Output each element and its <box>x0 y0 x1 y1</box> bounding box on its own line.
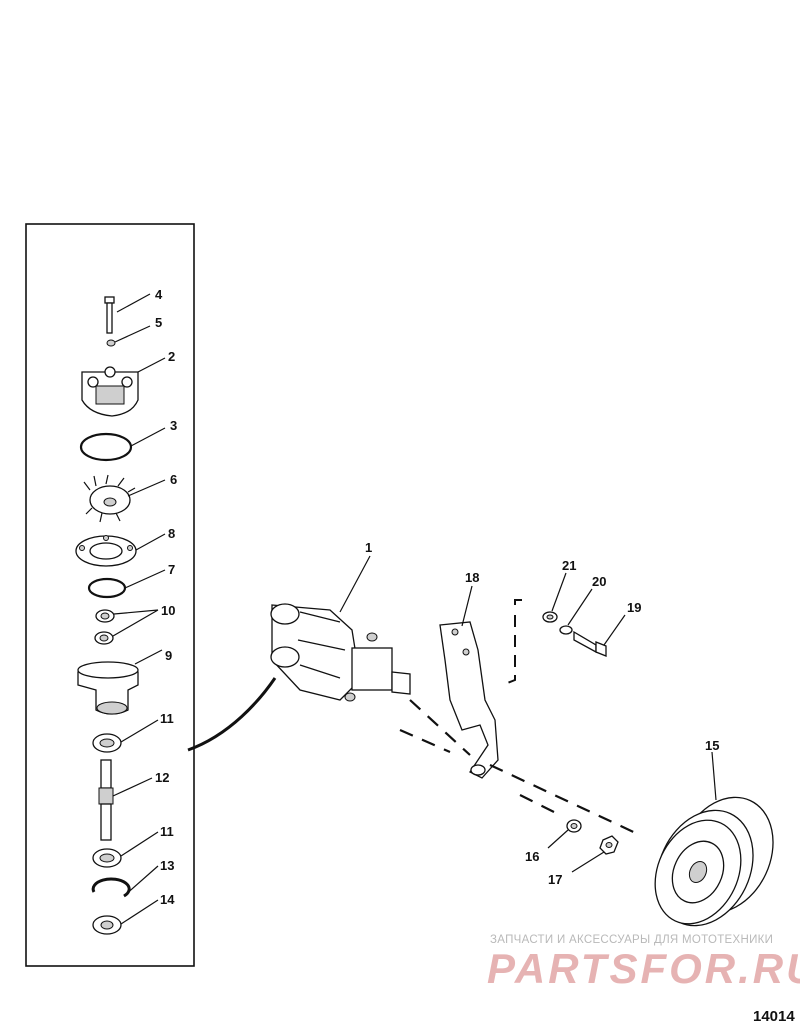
part-5-washer <box>106 339 116 347</box>
callout-2: 2 <box>168 349 175 364</box>
callout-14: 14 <box>160 892 175 907</box>
watermark-brand: PARTSFOR.RU <box>487 945 800 992</box>
part-18-bracket <box>439 621 499 779</box>
callout-11-lower: 11 <box>160 824 174 839</box>
callout-7: 7 <box>168 562 175 577</box>
part-7-o-ring <box>87 577 127 599</box>
callout-16: 16 <box>525 849 539 864</box>
callout-3: 3 <box>170 418 177 433</box>
callout-1: 1 <box>365 540 372 555</box>
part-17-nut <box>599 835 619 855</box>
figure-number: 14014 <box>753 1008 795 1025</box>
part-11-bearing-lower <box>92 848 122 868</box>
part-21-washer <box>542 611 558 623</box>
callout-6: 6 <box>170 472 177 487</box>
callout-11-upper: 11 <box>160 711 174 726</box>
alignment-line-lower <box>519 794 561 816</box>
callout-9: 9 <box>165 648 172 663</box>
leader-lines <box>112 293 717 925</box>
callout-21: 21 <box>562 558 576 573</box>
part-20-lockwasher <box>559 625 573 635</box>
detail-box <box>25 223 195 967</box>
part-9-housing <box>77 661 139 715</box>
part-10-seals <box>94 609 115 645</box>
callout-18: 18 <box>465 570 479 585</box>
callout-20: 20 <box>592 574 606 589</box>
part-6-impeller <box>83 474 136 523</box>
part-16-nut <box>566 819 582 833</box>
callout-5: 5 <box>155 315 162 330</box>
part-2-cover <box>81 366 139 417</box>
callout-19: 19 <box>627 600 641 615</box>
alignment-line-upper <box>409 699 471 756</box>
detail-connector-line <box>187 677 277 752</box>
callout-15: 15 <box>705 738 719 753</box>
watermark-tagline: ЗАПЧАСТИ И АКСЕССУАРЫ ДЛЯ МОТОТЕХНИКИ <box>490 934 773 946</box>
callout-17: 17 <box>548 872 562 887</box>
callout-8: 8 <box>168 526 175 541</box>
part-19-bolt <box>573 630 607 657</box>
part-15-pulley <box>654 796 774 927</box>
part-12-shaft <box>98 759 114 841</box>
callout-4: 4 <box>155 287 163 302</box>
part-3-o-ring <box>79 432 133 462</box>
alignment-line-shaft <box>399 728 641 836</box>
part-8-gasket <box>75 535 137 567</box>
part-1-pump <box>270 603 411 702</box>
callout-12: 12 <box>155 770 169 785</box>
part-13-snap-ring <box>91 877 131 898</box>
bracket-guide-dashes <box>504 599 522 685</box>
callout-10: 10 <box>161 603 175 618</box>
part-4-bolt <box>104 296 115 334</box>
part-14-washer <box>92 915 122 935</box>
callout-13: 13 <box>160 858 174 873</box>
part-11-bearing-upper <box>92 733 122 753</box>
